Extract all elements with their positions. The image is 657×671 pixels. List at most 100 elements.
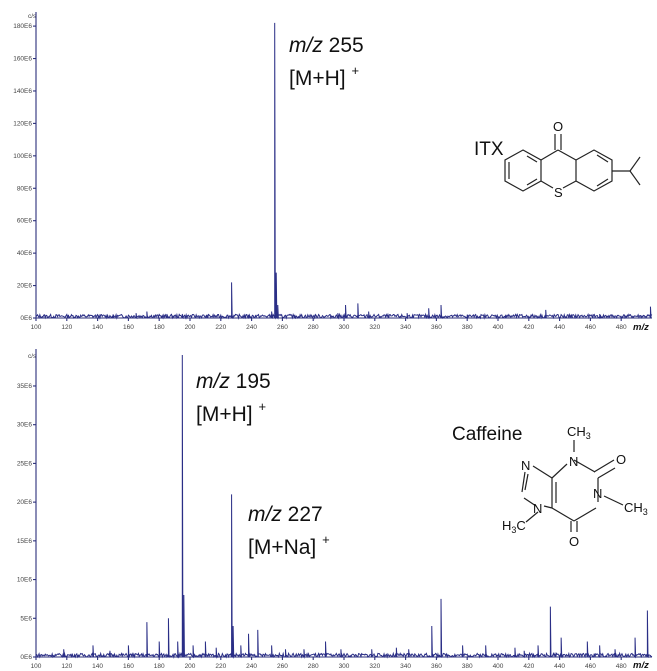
- x-tick-label: 240: [246, 324, 257, 331]
- y-tick-label: 100E6: [13, 153, 32, 160]
- x-tick-label: 140: [92, 663, 103, 670]
- top-ylabel: c/s: [28, 13, 37, 20]
- y-tick-label: 5E6: [20, 615, 32, 622]
- bottom-xlabel: m/z: [633, 660, 649, 671]
- x-tick-label: 420: [523, 663, 534, 670]
- caffeine-skeleton: [521, 440, 624, 532]
- x-tick-label: 320: [369, 324, 380, 331]
- bottom-spectrum-trace: [35, 354, 653, 659]
- x-tick-label: 300: [339, 663, 350, 670]
- svg-text:m/z 227: m/z 227: [248, 503, 323, 526]
- x-tick-label: 240: [246, 663, 257, 670]
- y-tick-label: 30E6: [17, 422, 33, 429]
- x-tick-label: 480: [616, 663, 627, 670]
- x-tick-label: 180: [154, 324, 165, 331]
- top-xlabel: m/z: [633, 322, 649, 333]
- itx-sulfur: S: [554, 185, 563, 200]
- x-tick-label: 380: [462, 324, 473, 331]
- annotation-ion: [M+Na]: [248, 536, 316, 559]
- itx-spectrum-panel: c/s 0E6 20E6 40E6 60E6 80E6 100E6 120E6 140E6 16…: [13, 12, 653, 333]
- caffeine-methyl-n3: CH3: [567, 424, 591, 441]
- annotation-mz-195: m/z 195 [M+H] +: [196, 370, 271, 426]
- x-tick-label: 400: [493, 324, 504, 331]
- caffeine-methyl-n1: CH3: [624, 500, 648, 517]
- annotation-mz-prefix: m/z: [289, 34, 323, 57]
- x-tick-label: 120: [61, 324, 72, 331]
- y-tick-label: 15E6: [17, 538, 33, 545]
- x-tick-label: 280: [308, 663, 319, 670]
- x-tick-label: 420: [523, 324, 534, 331]
- x-tick-label: 340: [400, 324, 411, 331]
- x-tick-label: 200: [185, 324, 196, 331]
- x-tick-label: 200: [185, 663, 196, 670]
- y-tick-label: 180E6: [13, 23, 32, 30]
- x-tick-label: 260: [277, 663, 288, 670]
- x-tick-label: 160: [123, 324, 134, 331]
- top-axes: [35, 12, 652, 319]
- top-y-ticks: 0E620E640E660E680E6100E6120E6140E6160E61…: [13, 23, 36, 322]
- annotation-ion: [M+H]: [196, 403, 253, 426]
- x-tick-label: 100: [31, 663, 42, 670]
- x-tick-label: 180: [154, 663, 165, 670]
- svg-text:[M+H] +: [M+H] +: [289, 63, 359, 90]
- annotation-mz-prefix: m/z: [196, 370, 230, 393]
- y-tick-label: 40E6: [17, 250, 33, 257]
- y-tick-label: 140E6: [13, 88, 32, 95]
- x-tick-label: 220: [215, 324, 226, 331]
- x-tick-label: 400: [493, 663, 504, 670]
- annotation-charge: +: [322, 532, 330, 547]
- x-tick-label: 100: [31, 324, 42, 331]
- y-tick-label: 0E6: [20, 654, 32, 661]
- x-tick-label: 300: [339, 324, 350, 331]
- x-tick-label: 140: [92, 324, 103, 331]
- annotation-charge: +: [351, 63, 359, 78]
- bottom-x-ticks: 100 120 140 160 180 200 220 240 260 280 300 320 340 3…: [31, 657, 627, 670]
- y-tick-label: 20E6: [17, 499, 33, 506]
- itx-oxygen: O: [553, 119, 563, 134]
- x-tick-label: 120: [61, 663, 72, 670]
- y-tick-label: 0E6: [20, 315, 32, 322]
- annotation-mz-value: 227: [288, 503, 323, 526]
- caffeine-label: Caffeine: [452, 424, 522, 445]
- x-tick-label: 220: [215, 663, 226, 670]
- x-tick-label: 460: [585, 324, 596, 331]
- top-spectrum-trace: [35, 22, 653, 320]
- x-tick-label: 440: [554, 324, 565, 331]
- x-tick-label: 340: [400, 663, 411, 670]
- y-tick-label: 35E6: [17, 383, 33, 390]
- y-tick-label: 60E6: [17, 218, 33, 225]
- x-tick-label: 360: [431, 324, 442, 331]
- caffeine-methyl-n7: H3C: [502, 518, 526, 535]
- y-tick-label: 10E6: [17, 577, 33, 584]
- svg-text:m/z 255: m/z 255: [289, 34, 364, 57]
- svg-text:m/z 195: m/z 195: [196, 370, 271, 393]
- x-tick-label: 160: [123, 663, 134, 670]
- caffeine-n3: N: [569, 454, 578, 469]
- itx-structure: ITX: [474, 119, 641, 200]
- y-tick-label: 20E6: [17, 283, 33, 290]
- itx-label: ITX: [474, 139, 504, 160]
- x-tick-label: 480: [616, 324, 627, 331]
- svg-text:[M+Na] +: [M+Na] +: [248, 532, 330, 559]
- itx-skeleton: [504, 134, 641, 192]
- annotation-mz-227: m/z 227 [M+Na] +: [248, 503, 330, 559]
- bottom-ylabel: c/s: [28, 353, 37, 360]
- caffeine-n9: N: [521, 458, 530, 473]
- x-tick-label: 280: [308, 324, 319, 331]
- x-tick-label: 360: [431, 663, 442, 670]
- caffeine-o6: O: [569, 534, 579, 549]
- y-tick-label: 80E6: [17, 185, 33, 192]
- x-tick-label: 440: [554, 663, 565, 670]
- annotation-mz-value: 255: [329, 34, 364, 57]
- x-tick-label: 320: [369, 663, 380, 670]
- x-tick-label: 460: [585, 663, 596, 670]
- y-tick-label: 120E6: [13, 120, 32, 127]
- svg-text:[M+H] +: [M+H] +: [196, 399, 266, 426]
- annotation-mz-255: m/z 255 [M+H] +: [289, 34, 364, 90]
- annotation-charge: +: [258, 399, 266, 414]
- caffeine-o2: O: [616, 452, 626, 467]
